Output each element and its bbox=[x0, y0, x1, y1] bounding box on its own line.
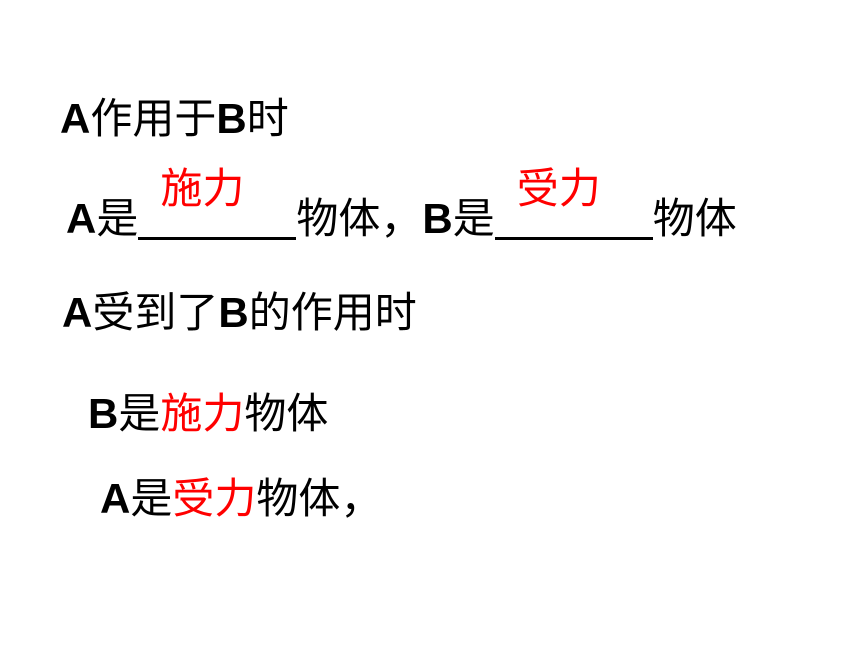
letter-b: B bbox=[88, 390, 119, 437]
statement-a-receives-b: A受到了B的作用时 bbox=[62, 289, 417, 337]
text-is: 是 bbox=[96, 194, 139, 243]
answer-1: 施力 bbox=[160, 164, 245, 213]
letter-a: A bbox=[62, 289, 93, 336]
answer-blank-1: 施力 bbox=[138, 165, 297, 243]
text-is: 是 bbox=[452, 194, 495, 243]
letter-a: A bbox=[60, 95, 91, 142]
text-receives: 受到了 bbox=[92, 288, 219, 337]
text-acts-on: 作用于 bbox=[90, 94, 217, 143]
text-when: 时 bbox=[246, 94, 289, 143]
text-is: 是 bbox=[130, 474, 173, 523]
answer-2: 受力 bbox=[516, 164, 601, 213]
text-object: 物体 bbox=[244, 389, 329, 438]
text-action-when: 的作用时 bbox=[248, 288, 417, 337]
letter-b: B bbox=[216, 95, 247, 142]
letter-a: A bbox=[66, 195, 97, 242]
text-object: 物体， bbox=[296, 194, 423, 243]
fill-in-blank-question: A是施力物体，B是受力物体 bbox=[66, 165, 737, 243]
answer-receiving-force: 受力 bbox=[172, 474, 257, 523]
statement-b-is-exerting: B是施力物体 bbox=[88, 390, 328, 438]
text-is: 是 bbox=[118, 389, 161, 438]
answer-blank-2: 受力 bbox=[494, 165, 653, 243]
text-object: 物体， bbox=[256, 474, 383, 523]
statement-a-acts-on-b: A作用于B时 bbox=[60, 95, 289, 143]
blank-underline bbox=[494, 237, 653, 240]
answer-exerting-force: 施力 bbox=[160, 389, 245, 438]
letter-b: B bbox=[218, 289, 249, 336]
letter-a: A bbox=[100, 475, 131, 522]
statement-a-is-receiving: A是受力物体， bbox=[100, 475, 382, 523]
letter-b: B bbox=[422, 195, 453, 242]
blank-underline bbox=[138, 237, 297, 240]
text-object: 物体 bbox=[652, 194, 737, 243]
